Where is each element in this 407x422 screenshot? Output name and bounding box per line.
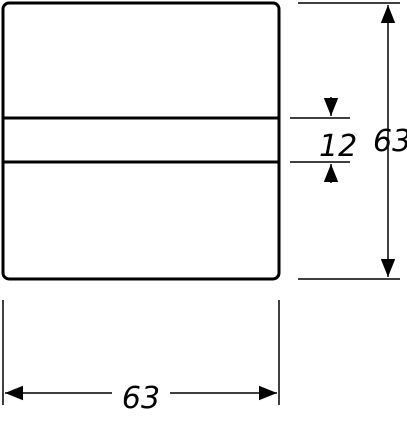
plate-outline: [1, 1, 281, 281]
height-dimension-label: 63: [373, 124, 407, 159]
width-dimension-label: 63: [122, 381, 160, 416]
strip-dimension-label: 12: [319, 129, 357, 164]
center-strip: [1, 116, 281, 164]
